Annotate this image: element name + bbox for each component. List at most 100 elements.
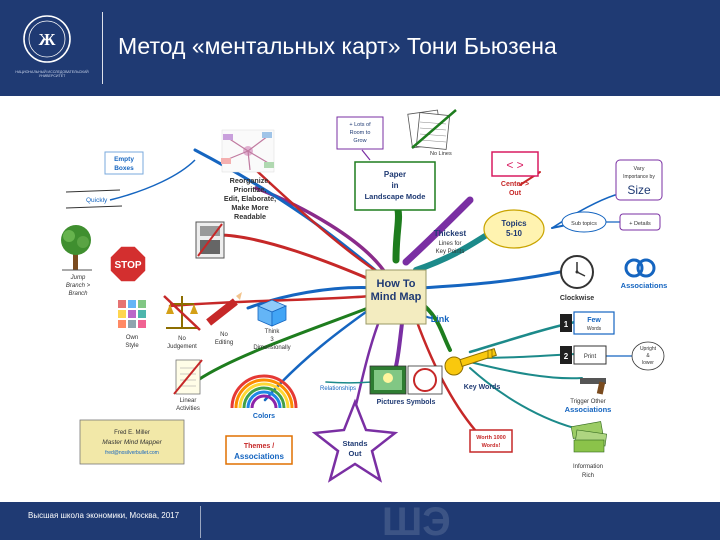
no-judgement-node: No Judgement <box>163 295 201 350</box>
think-3d-line1: Think <box>265 329 281 335</box>
no-judgement-line2: Judgement <box>167 344 197 350</box>
branches <box>168 148 637 432</box>
quickly-label: Quickly <box>86 197 108 204</box>
topics-line1: Topics <box>501 219 527 228</box>
thickest-line1: Thickest <box>434 229 467 238</box>
trigger-line2: Associations <box>565 405 612 414</box>
topics-line2: 5-10 <box>506 229 523 238</box>
miller-line3: fred@nosilverbullet.com <box>105 450 159 456</box>
clockwise-label: Clockwise <box>560 295 594 302</box>
center-out-node: < > Center > Out <box>491 151 539 197</box>
lined-paper-icon <box>407 109 457 150</box>
own-style-line2: Style <box>125 343 139 349</box>
footer-bar: ШЭ Высшая школа экономики, Москва, 2017 <box>0 502 720 540</box>
paper-line3: Landscape Mode <box>365 192 426 201</box>
thickest-line2: Lines for <box>438 241 461 247</box>
no-editing-node: No Editing <box>206 292 242 346</box>
stands-out-line2: Out <box>349 449 362 458</box>
header-divider <box>102 12 103 84</box>
clock-icon <box>560 255 594 289</box>
num1-label: 1 <box>564 320 569 329</box>
rainbow-icon <box>230 374 298 409</box>
no-editing-line1: No <box>220 332 228 338</box>
upright-line1: Upright <box>640 346 657 352</box>
reorganize-line2: Prioritize, <box>234 185 267 194</box>
link-label: Link <box>431 314 450 324</box>
stop-label: STOP <box>114 260 141 271</box>
colors-node: Colors <box>230 374 298 420</box>
reorganize-line5: Readable <box>234 212 266 221</box>
logo-caption: НАЦИОНАЛЬНЫЙ ИССЛЕДОВАТЕЛЬСКИЙ УНИВЕРСИТ… <box>15 70 89 79</box>
paper-line2: in <box>391 181 398 190</box>
center-node: How To Mind Map <box>365 269 427 325</box>
print-node: 2 Print Upright & lower <box>560 341 665 371</box>
center-out-line2: Out <box>509 190 522 197</box>
worth-line2: Words! <box>482 443 501 449</box>
jump-line3: Branch <box>68 291 88 297</box>
own-style-node: Own Style <box>118 300 146 349</box>
vary-line2: Importance by <box>623 174 655 180</box>
pictures-node: Pictures Symbols <box>369 365 443 406</box>
header-bar: Ж НАЦИОНАЛЬНЫЙ ИССЛЕДОВАТЕЛЬСКИЙ УНИВЕРС… <box>0 0 720 96</box>
topics-node: Topics 5-10 Sub topics + Details <box>483 209 661 249</box>
few-words-line1: Few <box>587 317 601 324</box>
pencil-icon <box>206 292 242 326</box>
empty-boxes-node: Empty Boxes Quickly <box>65 151 196 209</box>
associations-label: Associations <box>621 281 668 290</box>
no-judgement-line1: No <box>178 336 186 342</box>
worth-node: Worth 1000 Words! <box>469 429 513 453</box>
trigger-line1: Trigger Other <box>570 399 605 405</box>
vary-line1: Vary <box>634 166 645 172</box>
center-line1: How To <box>377 278 416 290</box>
center-out-icon-label: < > <box>506 158 523 172</box>
mini-map-icon <box>221 129 275 173</box>
key-words-node: Key Words <box>444 347 500 391</box>
reorganize-line1: Reorganize, <box>230 176 271 185</box>
info-rich-line1: Information <box>573 464 603 470</box>
center-out-line1: Center > <box>501 181 529 188</box>
tree-icon <box>61 225 92 271</box>
vary-node: Vary Importance by Size <box>615 159 663 201</box>
stands-out-node: Stands Out <box>311 398 399 483</box>
jump-node: Jump Branch > Branch STOP <box>61 225 147 297</box>
think-3d-node: Think 3 Dimensionally <box>253 299 291 351</box>
associations-node: Associations <box>621 258 668 290</box>
linear-line2: Activities <box>176 406 200 412</box>
scales-icon <box>163 295 201 331</box>
themes-line1: Themes / <box>244 443 274 450</box>
university-logo-icon: Ж <box>23 15 71 63</box>
upright-line3: lower <box>642 360 654 366</box>
stands-out-line1: Stands <box>342 439 367 448</box>
trigger-node: Trigger Other Associations <box>565 378 612 414</box>
sub-topics-label: Sub topics <box>571 221 597 227</box>
linear-line1: Linear <box>180 398 197 404</box>
miller-line1: Fred E. Miller <box>114 430 150 436</box>
jump-line2: Branch > <box>66 283 91 289</box>
colors-label: Colors <box>253 413 275 420</box>
thickest-line3: Key Points <box>436 249 465 255</box>
empty-boxes-line2: Boxes <box>114 165 134 172</box>
stop-sign-icon: STOP <box>109 245 147 283</box>
cube-icon <box>256 299 288 327</box>
own-style-line1: Own <box>126 335 138 341</box>
details-label: + Details <box>629 221 651 227</box>
clockwise-node: Clockwise <box>560 255 594 302</box>
style-grid-icon <box>118 300 146 328</box>
think-3d-line3: Dimensionally <box>253 345 290 351</box>
miller-line2: Master Mind Mapper <box>102 439 162 446</box>
author-card: Fred E. Miller Master Mind Mapper fred@n… <box>79 419 185 465</box>
themes-node: Themes / Associations <box>225 435 293 465</box>
robot-icon <box>195 221 225 259</box>
few-words-node: 1 Few Words <box>560 311 615 335</box>
jump-line1: Jump <box>70 275 86 281</box>
footer-text: Высшая школа экономики, Москва, 2017 <box>28 511 180 520</box>
reorganize-line4: Make More <box>231 203 268 212</box>
vary-line3: Size <box>627 183 651 197</box>
thickest-node: Thickest Lines for Key Points <box>434 229 467 255</box>
info-rich-line2: Rich <box>582 473 594 479</box>
footer-divider <box>200 506 201 538</box>
linear-activities-node: Linear Activities <box>173 359 203 412</box>
reorganize-node: Reorganize, Prioritize, Edit, Elaborate,… <box>221 129 276 221</box>
num2-label: 2 <box>564 352 569 361</box>
